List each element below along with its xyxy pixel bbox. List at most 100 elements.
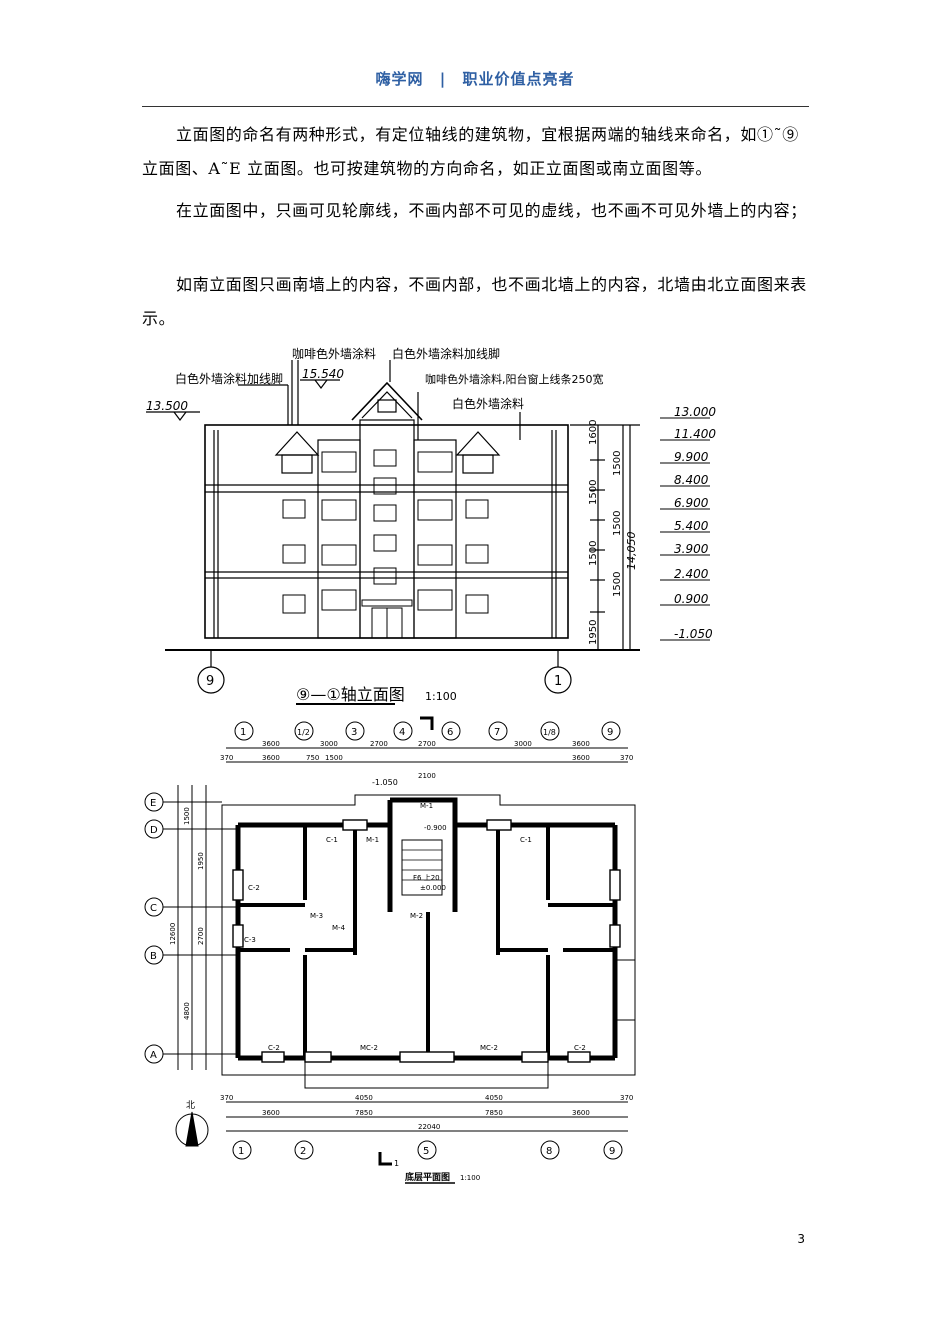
axis-bottom-0: 1	[238, 1146, 244, 1157]
elevation-labels: 咖啡色外墙涂料 白色外墙涂料加线脚 白色外墙涂料加线脚 咖啡色外墙涂料,阳台窗上…	[146, 346, 716, 704]
dim-v4: 1500	[588, 541, 599, 566]
axis-top-6: 1/8	[543, 728, 556, 737]
label-white-paint-line: 白色外墙涂料加线脚	[392, 346, 500, 361]
room-c3: C-3	[244, 936, 256, 944]
dim-top1-5: 3600	[572, 740, 590, 748]
paragraph-3: 如南立面图只画南墙上的内容，不画内部，也不画北墙上的内容，北墙由北立面图来表示。	[142, 275, 807, 328]
dim-v2: 1500	[588, 480, 599, 505]
room-m1-stair: M-1	[420, 802, 433, 810]
level-top: 15.540	[302, 367, 344, 381]
axis-top-5: 7	[494, 727, 500, 738]
dim-top2-1: 3600	[262, 754, 280, 762]
paragraph-1: 立面图的命名有两种形式，有定位轴线的建筑物，宜根据两端的轴线来命名，如①˜⑨立面…	[142, 125, 799, 178]
level-r5: 5.400	[674, 519, 709, 533]
axis-bottom-1: 2	[300, 1146, 306, 1157]
header-separator: |	[439, 70, 447, 88]
level-r3: 8.400	[674, 473, 709, 487]
stair-text: F6 上20	[413, 873, 440, 882]
axis-right-label: 1	[554, 674, 562, 689]
elevation-scale: 1:100	[425, 690, 457, 703]
dim-top2-11: 3600	[572, 754, 590, 762]
level-r8: 0.900	[674, 592, 709, 606]
dim-v5: 1500	[612, 572, 623, 597]
dim-left-5: 2700	[197, 927, 205, 945]
dim-bot1-13: 370	[620, 1094, 633, 1102]
header-rule	[142, 106, 809, 107]
axis-left-label: 9	[206, 674, 214, 689]
label-white-paint-line-left: 白色外墙涂料加线脚	[175, 371, 283, 386]
plan-title: 底层平面图	[405, 1171, 450, 1183]
header-site: 嗨学网	[375, 70, 424, 88]
label-coffee-balcony: 咖啡色外墙涂料,阳台窗上线条250宽	[425, 372, 604, 386]
level-r6: 3.900	[674, 542, 709, 556]
label-coffee-paint: 咖啡色外墙涂料	[292, 346, 376, 361]
dim-left-7: 4800	[183, 1002, 191, 1020]
plan-labels: 1 1/2 3 4 6 7 1/8 9 3600 3000 2700 2700 …	[150, 727, 633, 1183]
total-height: 14,050	[625, 532, 638, 571]
dim-left-2: 1950	[197, 852, 205, 870]
room-c1-right: C-1	[520, 836, 532, 844]
room-c2-right: C-2	[574, 1044, 586, 1052]
room-m1: M-1	[366, 836, 379, 844]
room-c2-bottom: C-2	[268, 1044, 280, 1052]
plan-scale: 1:100	[460, 1174, 480, 1182]
dim-left-8: 12600	[169, 923, 177, 945]
dim-top1-4: 3000	[514, 740, 532, 748]
level-r9: -1.050	[674, 627, 713, 641]
axis-top-2: 3	[351, 727, 357, 738]
dim-top1-1: 3000	[320, 740, 338, 748]
dim-v1: 1500	[612, 451, 623, 476]
architectural-drawing: 咖啡色外墙涂料 白色外墙涂料加线脚 白色外墙涂料加线脚 咖啡色外墙涂料,阳台窗上…	[144, 346, 716, 1184]
dim-top2-0: 370	[220, 754, 233, 762]
north-label: 北	[186, 1100, 195, 1111]
axis-top-7: 9	[607, 727, 613, 738]
dim-top2-12: 370	[620, 754, 633, 762]
room-m3: M-3	[310, 912, 323, 920]
room-c1-left: C-1	[326, 836, 338, 844]
level-r1: 11.400	[674, 427, 716, 441]
axis-left-2: C	[150, 903, 157, 914]
dim-bot2-3: 3600	[572, 1109, 590, 1117]
level-r2: 9.900	[674, 450, 709, 464]
dim-bot1-8: 4050	[485, 1094, 503, 1102]
page-header: 嗨学网 | 职业价值点亮者	[0, 68, 950, 89]
elevation-title: ⑨—①轴立面图	[296, 685, 405, 704]
paragraph-2: 在立面图中，只画可见轮廓线，不画内部不可见的虚线，也不画不可见外墙上的内容；	[176, 201, 807, 220]
floor-plan	[144, 716, 636, 1184]
dim-left-1: 1500	[183, 807, 191, 825]
dim-bot1-5: 4050	[355, 1094, 373, 1102]
level-stair: -0.900	[424, 824, 447, 832]
axis-top-1: 1/2	[297, 728, 310, 737]
room-c2: C-2	[248, 884, 260, 892]
level-left: 13.500	[146, 399, 188, 413]
level-r0: 13.000	[674, 405, 716, 419]
axis-top-0: 1	[240, 727, 246, 738]
dim-bot2-2: 7850	[485, 1109, 503, 1117]
section-mark: 1	[394, 1159, 399, 1168]
dim-top1-3: 2700	[418, 740, 436, 748]
room-m4: M-4	[332, 924, 346, 932]
axis-bottom-2: 5	[423, 1146, 429, 1157]
elevation-drawing	[146, 360, 710, 705]
dim-v0: 1600	[588, 420, 599, 445]
dim-v8: 1950	[588, 620, 599, 645]
dim-top1-0: 3600	[262, 740, 280, 748]
axis-left-4: A	[150, 1050, 157, 1061]
dim-bot-total: 22040	[418, 1123, 440, 1131]
axis-left-0: E	[150, 798, 156, 809]
axis-left-1: D	[150, 825, 158, 836]
axis-bottom-3: 8	[546, 1146, 552, 1157]
axis-bottom-4: 9	[609, 1146, 615, 1157]
page-number: 3	[797, 1232, 805, 1246]
label-white-paint: 白色外墙涂料	[452, 396, 524, 411]
dim-top2-2: 750	[306, 754, 319, 762]
level-entry: -1.050	[372, 778, 398, 787]
dim-bot2-0: 3600	[262, 1109, 280, 1117]
dim-top2-3: 1500	[325, 754, 343, 762]
room-mc2-right: MC-2	[480, 1044, 498, 1052]
dim-top1-2: 2700	[370, 740, 388, 748]
dim-v3: 1500	[612, 511, 623, 536]
level-r4: 6.900	[674, 496, 709, 510]
axis-left-3: B	[150, 951, 157, 962]
axis-top-3: 4	[399, 727, 405, 738]
